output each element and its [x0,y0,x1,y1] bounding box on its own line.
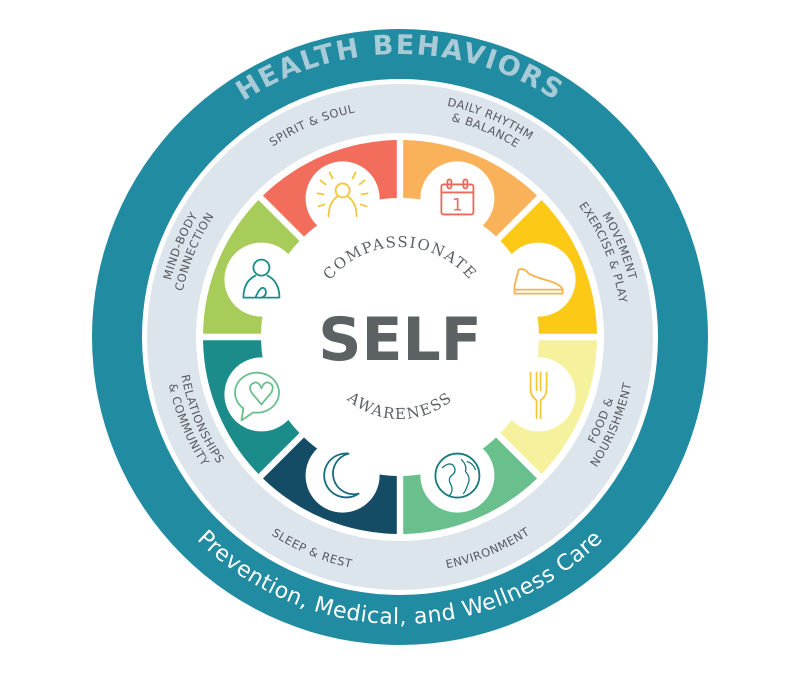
segment-mindbody [203,199,300,334]
sneaker-icon [513,268,564,295]
globe-icon [434,452,481,499]
fork-icon [529,371,548,420]
segment-food [500,340,597,475]
segment-ring [203,140,597,534]
segment-movement [500,199,597,334]
calendar-icon: 1 [440,178,475,215]
heart-speech-bubble-icon [234,371,280,422]
segment-environment [403,437,538,534]
center-title: SELF [318,305,481,375]
segment-sleep [262,437,397,534]
meditating-person-icon [242,258,281,299]
inner-white [196,133,604,541]
segment-relationships [203,340,300,475]
segment-spirit [262,140,397,237]
moon-icon [323,452,360,499]
segment-daily [403,140,538,237]
person-glow-icon [316,171,369,218]
calendar-day: 1 [452,195,463,215]
